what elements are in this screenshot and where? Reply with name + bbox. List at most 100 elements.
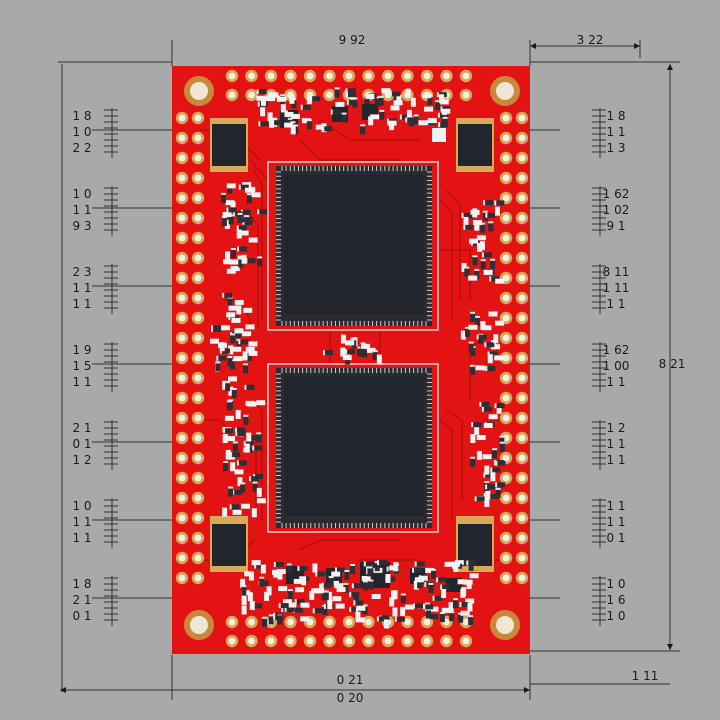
smd-component xyxy=(340,347,346,357)
smd-component xyxy=(396,94,402,104)
smd-component xyxy=(335,567,346,573)
smd-component xyxy=(225,251,231,261)
smd-component xyxy=(241,595,247,605)
smd-component xyxy=(335,101,345,107)
smd-component xyxy=(392,590,398,600)
mounting-hole-top-right xyxy=(490,76,520,106)
smd-component xyxy=(496,404,502,414)
smd-component xyxy=(405,117,416,123)
smd-component xyxy=(400,593,406,604)
smd-component xyxy=(295,587,305,593)
smd-component xyxy=(470,311,476,322)
smd-component xyxy=(284,122,294,128)
smd-component xyxy=(470,456,476,467)
scale-label: 1 11 xyxy=(603,281,630,295)
smd-component xyxy=(483,422,493,428)
smd-component xyxy=(471,422,482,428)
dim-bottom-outer: 0 20 xyxy=(337,691,364,705)
smd-component xyxy=(241,585,247,596)
smd-component xyxy=(294,599,305,605)
header-pin xyxy=(515,331,529,345)
header-pin xyxy=(499,111,513,125)
header-pin xyxy=(191,451,205,465)
header-pin xyxy=(362,615,375,629)
header-pin xyxy=(499,131,513,145)
smd-component xyxy=(232,346,242,352)
header-pin xyxy=(225,615,239,629)
smd-component xyxy=(439,99,449,105)
smd-component xyxy=(490,258,496,269)
smd-component xyxy=(476,242,482,252)
smd-component xyxy=(236,225,247,231)
header-pin xyxy=(191,251,205,265)
smd-component xyxy=(436,577,447,583)
smd-component xyxy=(441,607,451,613)
dim-right-side: 8 21 xyxy=(659,357,686,371)
trace xyxy=(445,409,463,500)
smd-component xyxy=(405,88,411,98)
header-pin xyxy=(175,311,189,325)
trace xyxy=(253,169,263,320)
smd-component xyxy=(315,124,325,130)
smd-component xyxy=(472,255,478,266)
smd-component xyxy=(215,361,221,372)
smd-component xyxy=(383,619,389,629)
smd-component xyxy=(234,328,244,334)
smd-component xyxy=(256,400,266,406)
smd-component xyxy=(468,615,474,626)
header-pin xyxy=(191,291,205,305)
smd-component xyxy=(251,192,261,198)
header-pin xyxy=(515,531,529,545)
smd-component xyxy=(328,576,334,587)
smd-component xyxy=(492,448,498,459)
header-pin xyxy=(175,371,189,385)
smd-component xyxy=(306,95,312,105)
smd-component xyxy=(467,602,473,612)
smd-component xyxy=(377,560,388,566)
header-pin xyxy=(191,391,205,405)
smd-component xyxy=(300,104,311,110)
mounting-hole-top-left xyxy=(184,76,214,106)
smd-component xyxy=(238,257,244,268)
smd-component xyxy=(286,563,292,574)
smd-component xyxy=(350,93,356,103)
smd-component xyxy=(422,93,432,99)
header-pin xyxy=(191,511,205,525)
smd-component xyxy=(464,266,470,277)
header-pin xyxy=(175,451,189,465)
mounting-hole-bottom-right xyxy=(490,610,520,640)
header-pin xyxy=(191,111,205,125)
smd-component xyxy=(485,484,496,490)
smd-component xyxy=(342,355,352,361)
scale-label: 0 1 xyxy=(72,609,91,623)
header-pin xyxy=(515,471,529,485)
smd-component xyxy=(405,604,415,610)
smd-component xyxy=(322,350,333,356)
smd-component xyxy=(495,460,506,466)
smd-component xyxy=(469,573,479,579)
smd-component xyxy=(256,95,266,101)
smd-component xyxy=(360,124,366,135)
header-pin xyxy=(515,511,529,525)
smd-component xyxy=(470,209,480,215)
smd-component xyxy=(300,602,310,608)
smd-component xyxy=(418,120,428,126)
smd-component xyxy=(276,96,286,102)
scale-label: 1 1 xyxy=(72,531,91,545)
smd-component xyxy=(251,560,261,566)
smd-component xyxy=(224,219,230,229)
smd-component xyxy=(361,575,371,581)
smd-component xyxy=(483,200,494,206)
header-pin xyxy=(191,531,205,545)
smd-component xyxy=(256,498,266,504)
smd-component xyxy=(459,601,470,607)
smd-component xyxy=(230,201,236,211)
smd-component xyxy=(463,224,474,230)
scale-label: 2 1 xyxy=(72,421,91,435)
regulator-bottom-left xyxy=(210,516,248,572)
smd-component xyxy=(487,354,493,364)
smd-component xyxy=(428,582,434,593)
smd-component xyxy=(232,441,238,452)
smd-component xyxy=(476,435,486,441)
smd-component xyxy=(357,346,363,357)
